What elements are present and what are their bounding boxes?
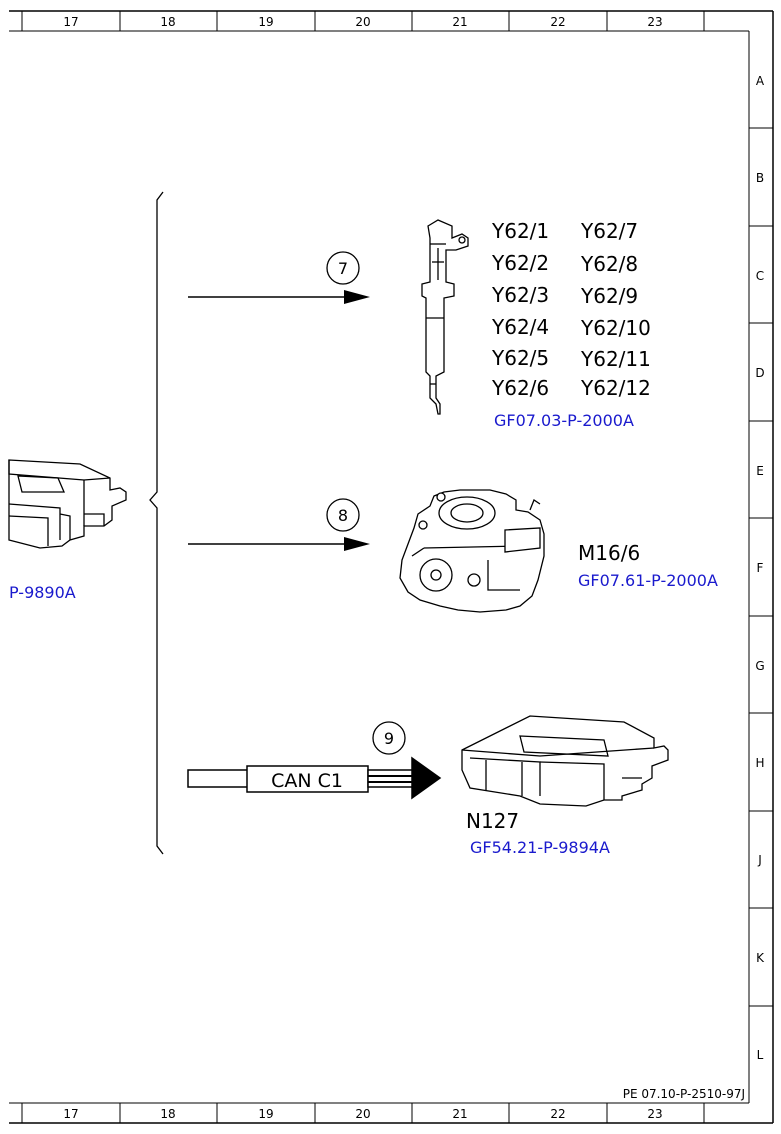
arrow-7 [188, 290, 370, 304]
bottom-col-22: 22 [550, 1107, 565, 1121]
top-col-20: 20 [355, 15, 370, 29]
injector-label-y62-4: Y62/4 [491, 315, 549, 339]
injector-label-y62-8: Y62/8 [580, 252, 638, 276]
row-D: D [755, 366, 764, 380]
can-bus-label: CAN C1 [271, 770, 343, 792]
callout-8: 8 [338, 506, 348, 525]
row-L: L [757, 1048, 764, 1062]
arrow-8 [188, 537, 370, 551]
injector-label-y62-6: Y62/6 [491, 376, 549, 400]
control-unit-label: N127 [466, 809, 519, 833]
top-col-18: 18 [160, 15, 175, 29]
bottom-col-20: 20 [355, 1107, 370, 1121]
throttle-actuator-drawing [399, 489, 545, 613]
injector-drawing [421, 219, 469, 415]
callout-7: 7 [338, 259, 348, 278]
drawing-frame [9, 10, 774, 1124]
injector-label-y62-9: Y62/9 [580, 284, 638, 308]
row-F: F [757, 561, 764, 575]
callout-9: 9 [384, 729, 394, 748]
row-G: G [755, 659, 764, 673]
top-column-labels: 17 18 19 20 21 22 23 [63, 15, 662, 29]
row-C: C [756, 269, 764, 283]
top-col-23: 23 [647, 15, 662, 29]
row-A: A [756, 74, 765, 88]
bottom-col-19: 19 [258, 1107, 273, 1121]
injector-label-y62-5: Y62/5 [491, 346, 549, 370]
row-B: B [756, 171, 764, 185]
top-col-22: 22 [550, 15, 565, 29]
bottom-col-17: 17 [63, 1107, 78, 1121]
throttle-ref[interactable]: GF07.61-P-2000A [578, 571, 718, 590]
injector-label-y62-3: Y62/3 [491, 283, 549, 307]
top-col-19: 19 [258, 15, 273, 29]
left-module-ref[interactable]: P-9890A [9, 583, 76, 602]
control-unit-ref[interactable]: GF54.21-P-9894A [470, 838, 610, 857]
callout-circle-8 [326, 498, 360, 532]
row-E: E [756, 464, 764, 478]
callout-circle-9 [372, 721, 406, 755]
drawing-reference: PE 07.10-P-2510-97J [623, 1087, 745, 1101]
injector-labels: Y62/1 Y62/2 Y62/3 Y62/4 Y62/5 Y62/6 Y62/… [491, 219, 651, 400]
callout-circle-7 [326, 251, 360, 285]
row-J: J [757, 853, 762, 867]
row-labels: A B C D E F G H J K L [755, 74, 765, 1062]
row-H: H [755, 756, 764, 770]
injector-label-y62-11: Y62/11 [580, 347, 651, 371]
control-unit-drawing [461, 715, 669, 807]
bottom-column-labels: 17 18 19 20 21 22 23 [63, 1107, 662, 1121]
left-control-module [8, 459, 127, 549]
bottom-col-23: 23 [647, 1107, 662, 1121]
throttle-label: M16/6 [578, 541, 640, 565]
injector-label-y62-10: Y62/10 [580, 316, 651, 340]
top-col-21: 21 [452, 15, 467, 29]
injector-label-y62-2: Y62/2 [491, 251, 549, 275]
row-K: K [756, 951, 765, 965]
bottom-col-21: 21 [452, 1107, 467, 1121]
injector-label-y62-7: Y62/7 [580, 219, 638, 243]
grouping-brace [149, 191, 164, 855]
top-col-17: 17 [63, 15, 78, 29]
injector-label-y62-12: Y62/12 [580, 376, 651, 400]
injector-label-y62-1: Y62/1 [491, 219, 549, 243]
bottom-col-18: 18 [160, 1107, 175, 1121]
injector-ref[interactable]: GF07.03-P-2000A [494, 411, 634, 430]
can-bus-line [187, 756, 442, 800]
